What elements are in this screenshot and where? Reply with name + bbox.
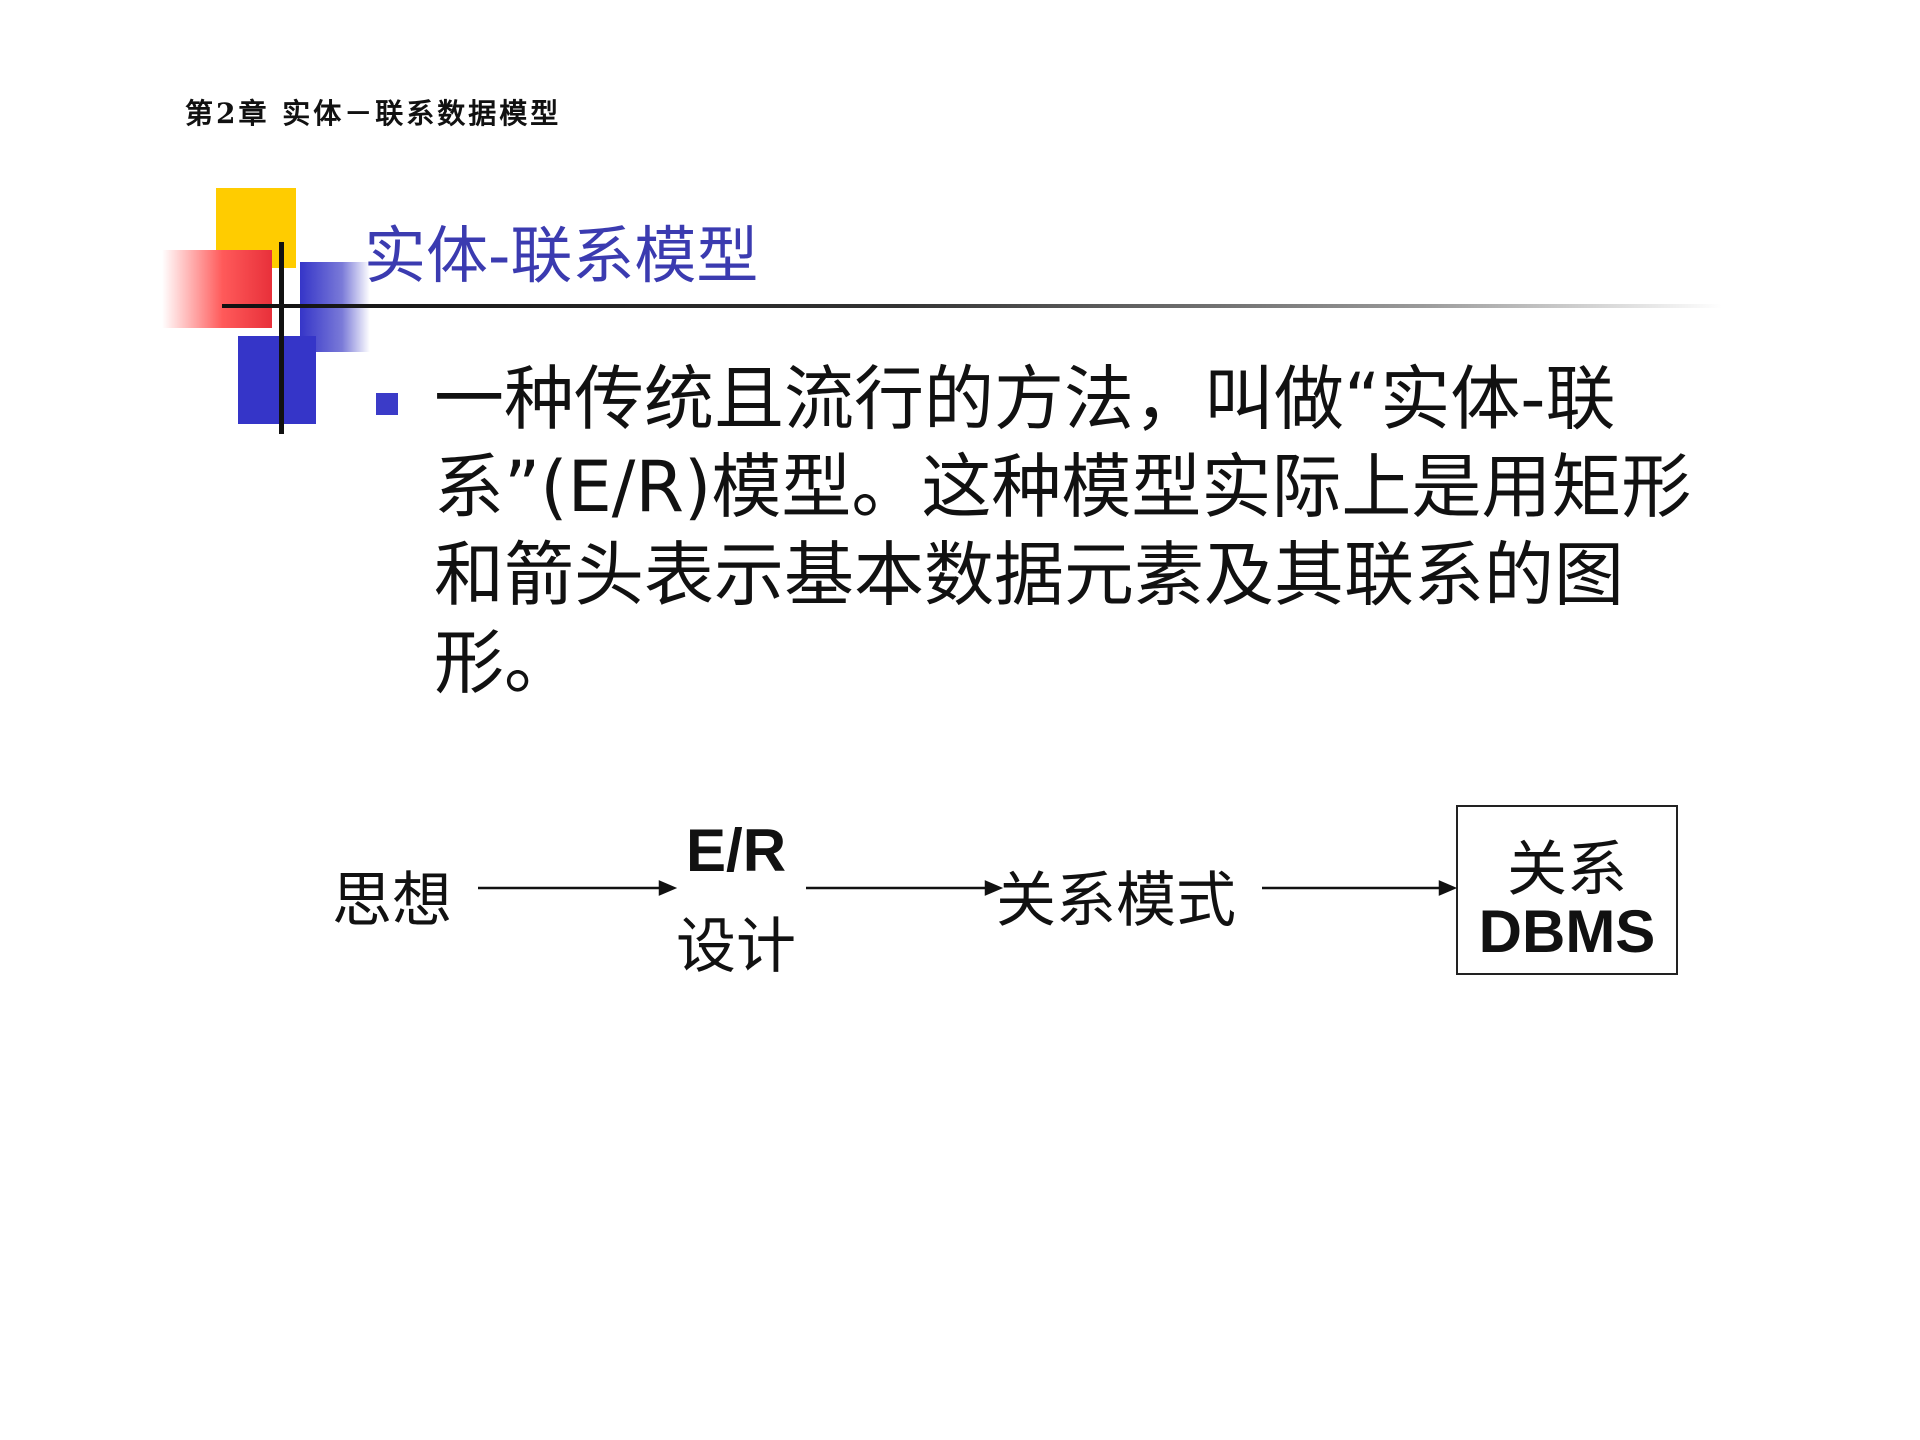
decoration-blue-square xyxy=(238,336,316,424)
diagram-node-relational-model: 关系模式 xyxy=(996,866,1236,936)
diagram-node-dbms-box: 关系 DBMS xyxy=(1456,805,1678,975)
diagram-node-thought: 思想 xyxy=(332,866,452,936)
arrow-relmode-to-dbms xyxy=(1262,880,1458,896)
diagram-node-dbms-bottom: DBMS xyxy=(1478,898,1656,965)
decoration-red-square xyxy=(162,250,272,328)
diagram-node-dbms-top: 关系 xyxy=(1507,835,1627,905)
decoration-vertical-line xyxy=(279,242,284,434)
bullet-square-icon xyxy=(376,393,398,415)
arrow-thought-to-er xyxy=(478,880,678,896)
diagram-node-er-design: 设计 xyxy=(676,912,796,982)
slide-title: 实体-联系模型 xyxy=(364,219,759,292)
bullet-text: 一种传统且流行的方法，叫做“实体-联系”(E/R)模型。这种模型实际上是用矩形和… xyxy=(434,358,1692,704)
chapter-header: 第2章 实体－联系数据模型 xyxy=(185,97,562,130)
arrow-er-to-relmode xyxy=(806,880,1004,896)
diagram-node-er-label: E/R xyxy=(686,817,787,884)
title-underline xyxy=(222,304,1722,308)
